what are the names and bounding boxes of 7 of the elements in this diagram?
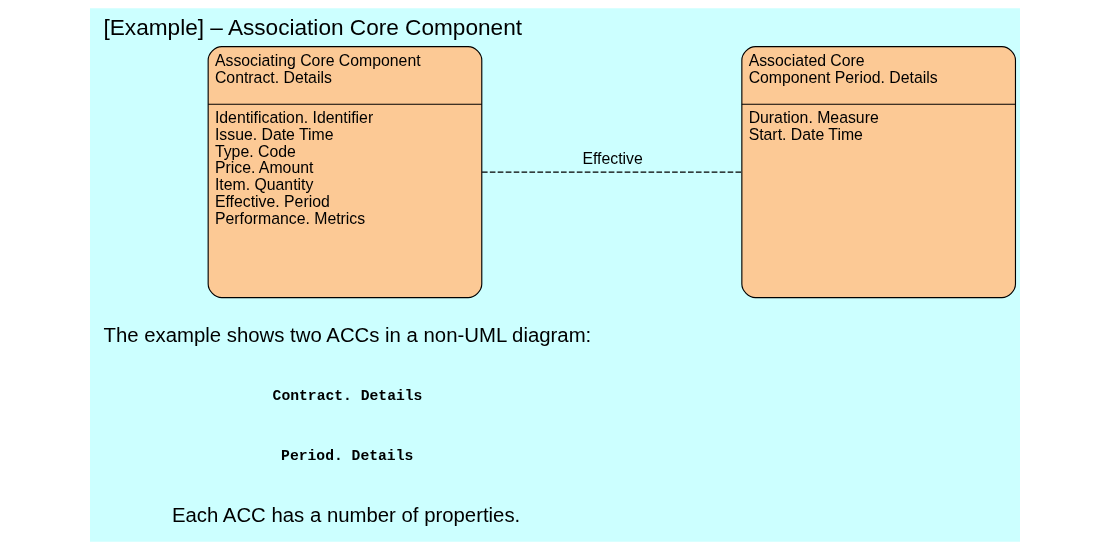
label: The example shows two ACCs in a non-UML diagram:: [103, 324, 591, 347]
edge-label: Effective: [581, 150, 643, 168]
connector: [481, 171, 742, 173]
label: Period. Details: [280, 447, 413, 464]
diagram-title: [Example] – Association Core Component: [103, 15, 522, 41]
label: Contract. Details: [272, 387, 422, 404]
label: Each ACC has a number of properties.: [171, 503, 520, 526]
